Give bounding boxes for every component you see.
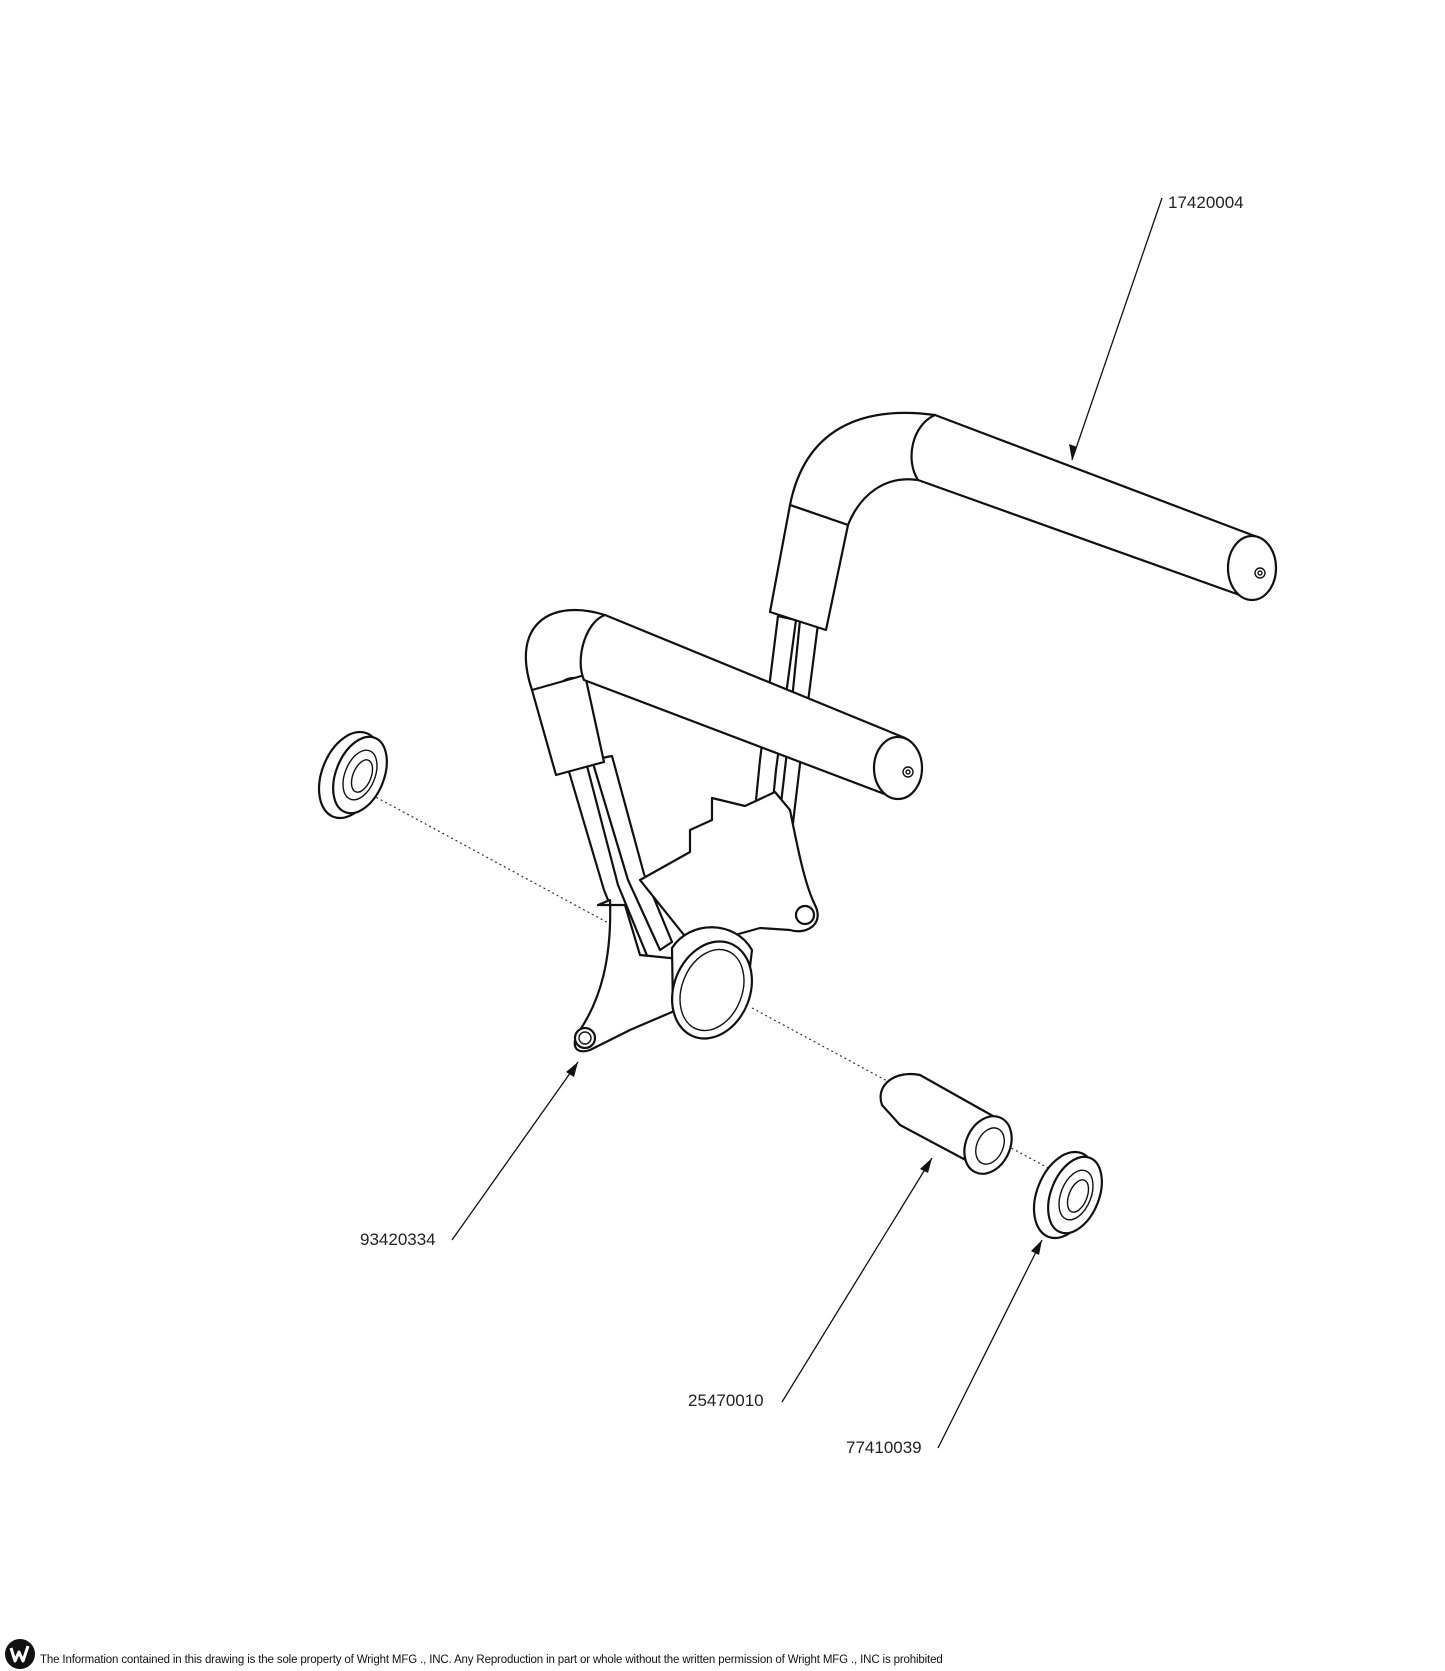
assembly-axis-upper xyxy=(371,794,613,926)
rear-pivot-hole xyxy=(794,904,816,926)
front-handle-end-cap xyxy=(872,735,924,801)
copyright-notice: The Information contained in this drawin… xyxy=(40,1654,943,1666)
bearing-left-part xyxy=(317,730,388,820)
leader-handle-rear xyxy=(1069,197,1163,461)
rear-handle-end-cap xyxy=(1226,534,1278,602)
leader-spacer xyxy=(781,1157,933,1403)
front-handle-part xyxy=(524,608,924,967)
leader-bearing xyxy=(937,1239,1043,1449)
callout-label-handle-rear: 17420004 xyxy=(1168,193,1244,212)
rear-handle-part xyxy=(746,411,1278,884)
wright-logo-icon xyxy=(5,1639,35,1669)
spacer-part xyxy=(879,1072,1013,1175)
leader-pivot-bracket xyxy=(451,1061,579,1241)
callout-label-pivot-bracket: 93420334 xyxy=(360,1230,436,1249)
front-pivot-hole xyxy=(573,1026,597,1050)
bearing-right-part xyxy=(1032,1150,1103,1240)
callout-label-spacer: 25470010 xyxy=(688,1391,764,1410)
footer: The Information contained in this drawin… xyxy=(0,1636,1445,1671)
callout-label-bearing: 77410039 xyxy=(846,1438,922,1457)
pivot-bracket-part xyxy=(573,790,819,1053)
